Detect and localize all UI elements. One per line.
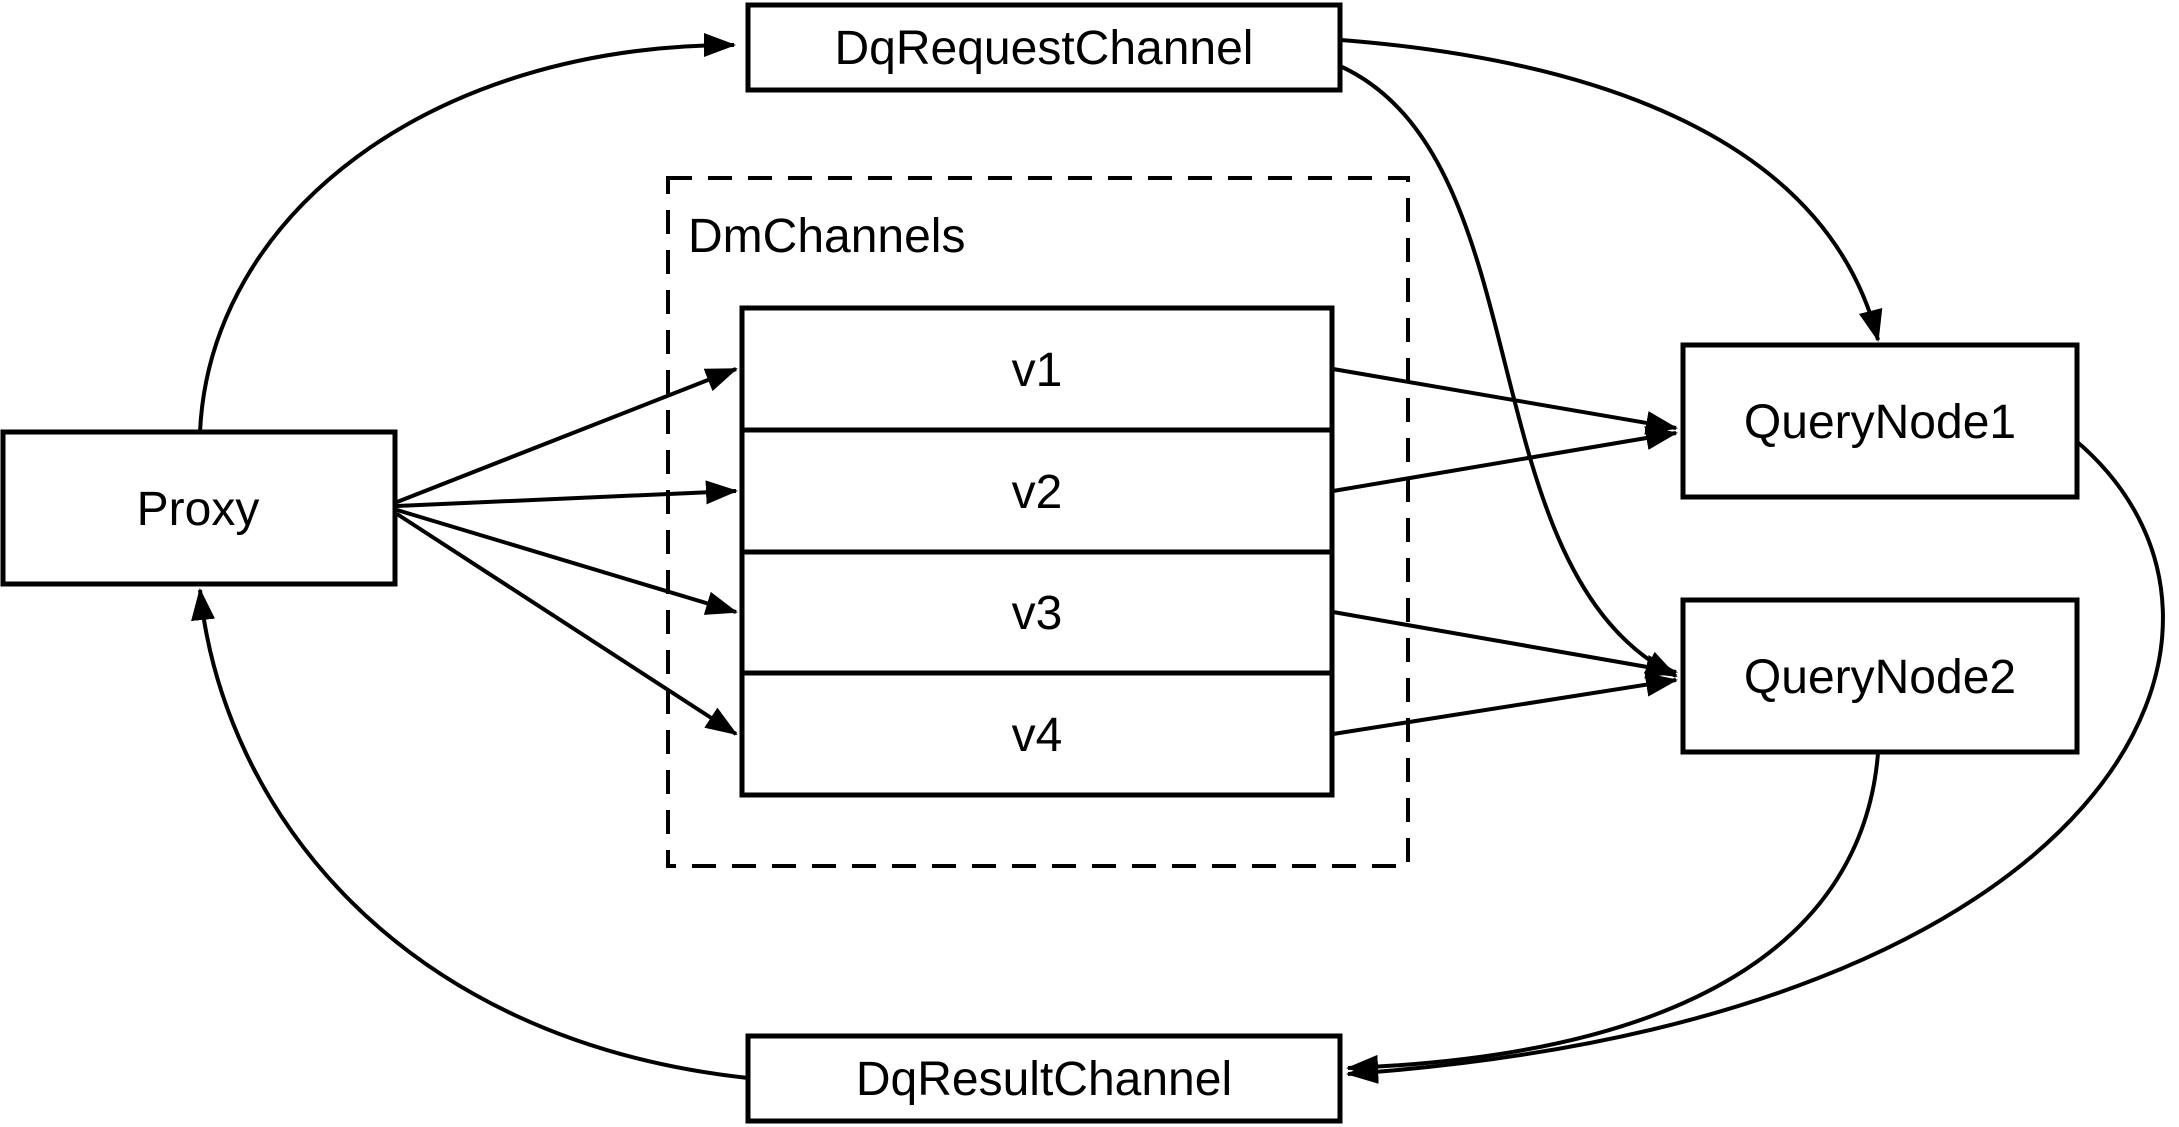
dqrequestchannel-node-label: DqRequestChannel	[835, 22, 1254, 75]
edge-proxy-to-dqrequestchannel	[198, 33, 736, 433]
querynode2-node-label: QueryNode2	[1744, 651, 2016, 704]
dqrequestchannel-node-box	[745, 2, 1343, 93]
edge-v1-to-querynode1	[1332, 367, 1678, 435]
channel-v2-label: v2	[1012, 466, 1063, 519]
edge-dqrequestchannel-to-querynode1	[1340, 38, 1883, 342]
querynode1-node-label: QueryNode1	[1744, 396, 2016, 449]
edge-querynode2-to-dqresultchannel	[1346, 752, 1880, 1079]
dmchannels-group-label: DmChannels	[688, 210, 965, 263]
channel-v4-label: v4	[1012, 709, 1063, 762]
dqresultchannel-node-label: DqResultChannel	[856, 1053, 1232, 1106]
edge-v4-to-querynode2	[1332, 672, 1678, 736]
querynode1-node-box	[1680, 342, 2080, 500]
proxy-node-box	[0, 429, 398, 587]
proxy-node-label: Proxy	[137, 483, 260, 536]
dqresultchannel-node-box	[745, 1033, 1343, 1124]
edge-v3-to-querynode2	[1332, 610, 1678, 679]
querynode2-node-box	[1680, 597, 2080, 755]
edge-proxy-to-v2	[396, 480, 738, 508]
edge-v2-to-querynode1	[1332, 426, 1678, 493]
edge-dqrequestchannel-to-querynode2	[1339, 64, 1678, 678]
channel-v1-label: v1	[1012, 344, 1063, 397]
edge-proxy-to-v3	[396, 508, 738, 615]
edge-proxy-to-v1	[396, 367, 738, 504]
edge-proxy-to-v4	[395, 512, 738, 736]
dmchannels-group-box	[666, 176, 1410, 868]
edge-dqresultchannel-to-proxy	[191, 588, 749, 1080]
channel-v3-label: v3	[1012, 587, 1063, 640]
edge-querynode1-to-dqresultchannel	[1346, 438, 2165, 1084]
